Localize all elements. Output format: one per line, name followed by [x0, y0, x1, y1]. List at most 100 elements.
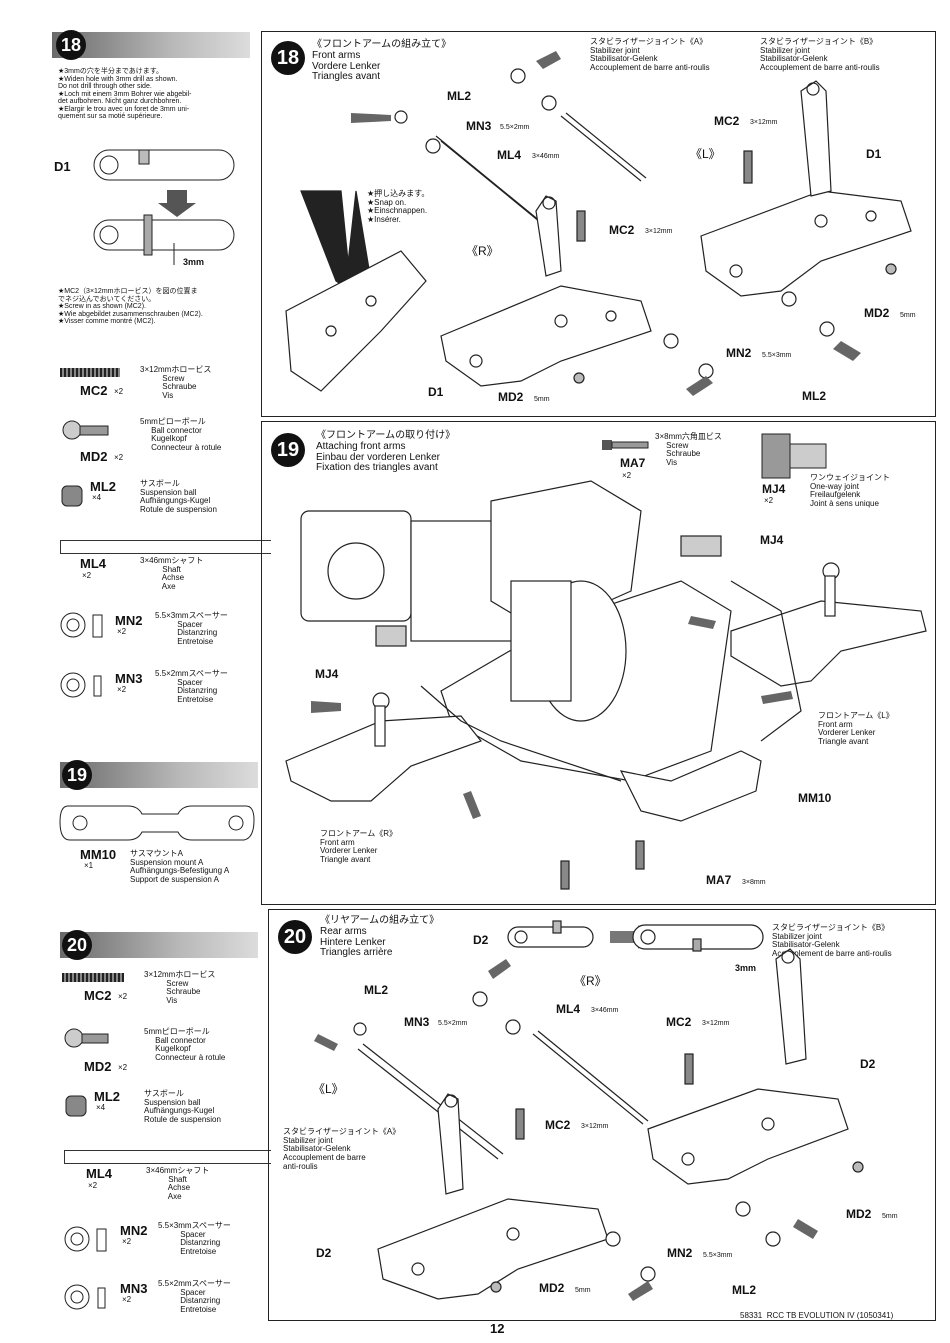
ma7-label: MA7 [706, 873, 732, 887]
mc2-label: MC2 [609, 223, 635, 237]
part-desc: 3×12mmホロービス Screw Schraube Vis [140, 365, 212, 400]
step-number-badge: 20 [62, 930, 92, 960]
part-qty: ×1 [84, 861, 94, 870]
mc2-size: 3×12mm [750, 119, 778, 126]
mn3-size: 5.5×2mm [438, 1020, 468, 1027]
step-title: 《リヤアームの組み立て》 Rear arms Hintere Lenker Tr… [320, 915, 440, 959]
front-arm-assembly-diagram [285, 51, 912, 396]
drill-diagram [93, 149, 235, 265]
part-qty: ×2 [764, 496, 774, 505]
ball-connector-icon [64, 1028, 109, 1048]
ball-connector-icon [62, 420, 109, 440]
step-number-badge: 19 [62, 760, 92, 790]
mj4-label: MJ4 [760, 533, 784, 547]
chassis-arm-mounting-diagram [285, 480, 927, 890]
step-20-panel [268, 909, 936, 1321]
screw-icon [62, 973, 124, 982]
snap-on-instruction: ★押し込みます。 ★Snap on. ★Einschnappen. ★Insér… [367, 189, 430, 224]
front-arm-right-label: フロントアーム《R》 Front arm Vorderer Lenker Tri… [320, 829, 398, 864]
part-qty: ×2 [114, 387, 124, 396]
part-qty: ×2 [117, 627, 127, 636]
d1-label: D1 [428, 385, 444, 399]
stabilizer-joint-b-label: スタビライザージョイント《B》 Stabilizer joint Stabili… [772, 923, 892, 958]
step-title: 《フロントアームの組み立て》 Front arms Vordere Lenker… [312, 39, 452, 83]
mc2-size: 3×12mm [581, 1123, 609, 1130]
part-code: MM10 [80, 847, 117, 862]
spacer-icon [64, 1226, 107, 1252]
part-qty: ×2 [88, 1181, 98, 1190]
part-qty: ×2 [118, 1063, 128, 1072]
ml4-label: ML4 [556, 1002, 580, 1016]
part-desc: 3×12mmホロービス Screw Schraube Vis [144, 970, 216, 1005]
right-side-label: 《R》 [574, 974, 607, 988]
spacer-icon [60, 672, 102, 698]
part-desc: 5mmピローボール Ball connector Kugelkopf Conne… [144, 1027, 226, 1062]
md2-label: MD2 [846, 1207, 872, 1221]
ma7-size: 3×8mm [742, 879, 766, 886]
screw-instruction: ★MC2（3×12mmホロービス）を図の位置ま でネジ込んでおいてください。 ★… [58, 288, 203, 326]
part-qty: ×4 [96, 1103, 106, 1112]
mn3-size: 5.5×2mm [500, 124, 530, 131]
ml4-size: 3×46mm [532, 153, 560, 160]
part-code: ML4 [80, 556, 106, 571]
mc2-label: MC2 [714, 114, 740, 128]
stabilizer-joint-a-label: スタビライザージョイント《A》 Stabilizer joint Stabili… [590, 37, 710, 72]
md2-size: 5mm [534, 396, 550, 403]
step-header-bar [60, 932, 258, 958]
one-way-joint-icon [761, 433, 827, 479]
part-qty: ×2 [82, 571, 92, 580]
mc2-size: 3×12mm [645, 228, 673, 235]
part-desc: 3×46mmシャフト Shaft Achse Axe [146, 1166, 210, 1201]
part-desc: 3×46mmシャフト Shaft Achse Axe [140, 556, 204, 591]
step-header-bar [60, 762, 258, 788]
spacer-icon [60, 612, 103, 638]
mn2-label: MN2 [726, 346, 752, 360]
mm10-label: MM10 [798, 791, 832, 805]
part-qty: ×4 [92, 493, 102, 502]
suspension-mount-icon [59, 805, 255, 841]
md2-label: MD2 [864, 306, 890, 320]
part-code: MN3 [115, 671, 143, 686]
md2-size: 5mm [575, 1287, 591, 1294]
part-code: MJ4 [762, 482, 786, 496]
ml4-label: ML4 [497, 148, 521, 162]
step-18-panel [261, 31, 936, 417]
part-code: MD2 [84, 1059, 112, 1074]
step-number-badge: 20 [278, 920, 312, 954]
ml2-label: ML2 [364, 983, 388, 997]
stabilizer-joint-a-label: スタビライザージョイント《A》 Stabilizer joint Stabili… [283, 1127, 401, 1171]
page-number: 12 [490, 1321, 505, 1336]
screw-icon [602, 440, 649, 450]
part-desc: 5.5×2mmスペーサー Spacer Distanzring Entretoi… [158, 1279, 231, 1314]
step-number-badge: 18 [56, 30, 86, 60]
spacer-icon [64, 1284, 106, 1310]
screw-icon [60, 368, 120, 377]
part-desc: 5.5×3mmスペーサー Spacer Distanzring Entretoi… [158, 1221, 231, 1256]
mn3-label: MN3 [466, 119, 492, 133]
rear-arm-assembly-diagram [314, 920, 864, 1301]
d2-label: D2 [473, 933, 489, 947]
left-side-label: 《L》 [313, 1082, 344, 1096]
part-desc: 5.5×3mmスペーサー Spacer Distanzring Entretoi… [155, 611, 228, 646]
mj4-label: MJ4 [315, 667, 339, 681]
dimension-label: 3mm [183, 257, 205, 267]
part-qty: ×2 [118, 992, 128, 1001]
part-code: ML2 [90, 479, 116, 494]
front-arm-left-label: フロントアーム《L》 Front arm Vorderer Lenker Tri… [818, 711, 894, 746]
part-code: MD2 [80, 449, 108, 464]
document-reference: 58331 RCC TB EVOLUTION IV (1050341) [740, 1311, 894, 1320]
mc2-label: MC2 [545, 1118, 571, 1132]
part-qty: ×2 [117, 685, 127, 694]
ml2-label: ML2 [802, 389, 826, 403]
part-code: ML2 [94, 1089, 120, 1104]
mn2-size: 5.5×3mm [703, 1252, 733, 1259]
suspension-ball-icon [65, 1095, 87, 1117]
part-code: MN2 [120, 1223, 148, 1238]
part-qty: ×2 [622, 471, 632, 480]
part-code: ML4 [86, 1166, 112, 1181]
d2-label: D2 [860, 1057, 876, 1071]
md2-size: 5mm [882, 1213, 898, 1220]
part-code: MN2 [115, 613, 143, 628]
shaft-icon [60, 540, 271, 554]
mc2-size: 3×12mm [702, 1020, 730, 1027]
